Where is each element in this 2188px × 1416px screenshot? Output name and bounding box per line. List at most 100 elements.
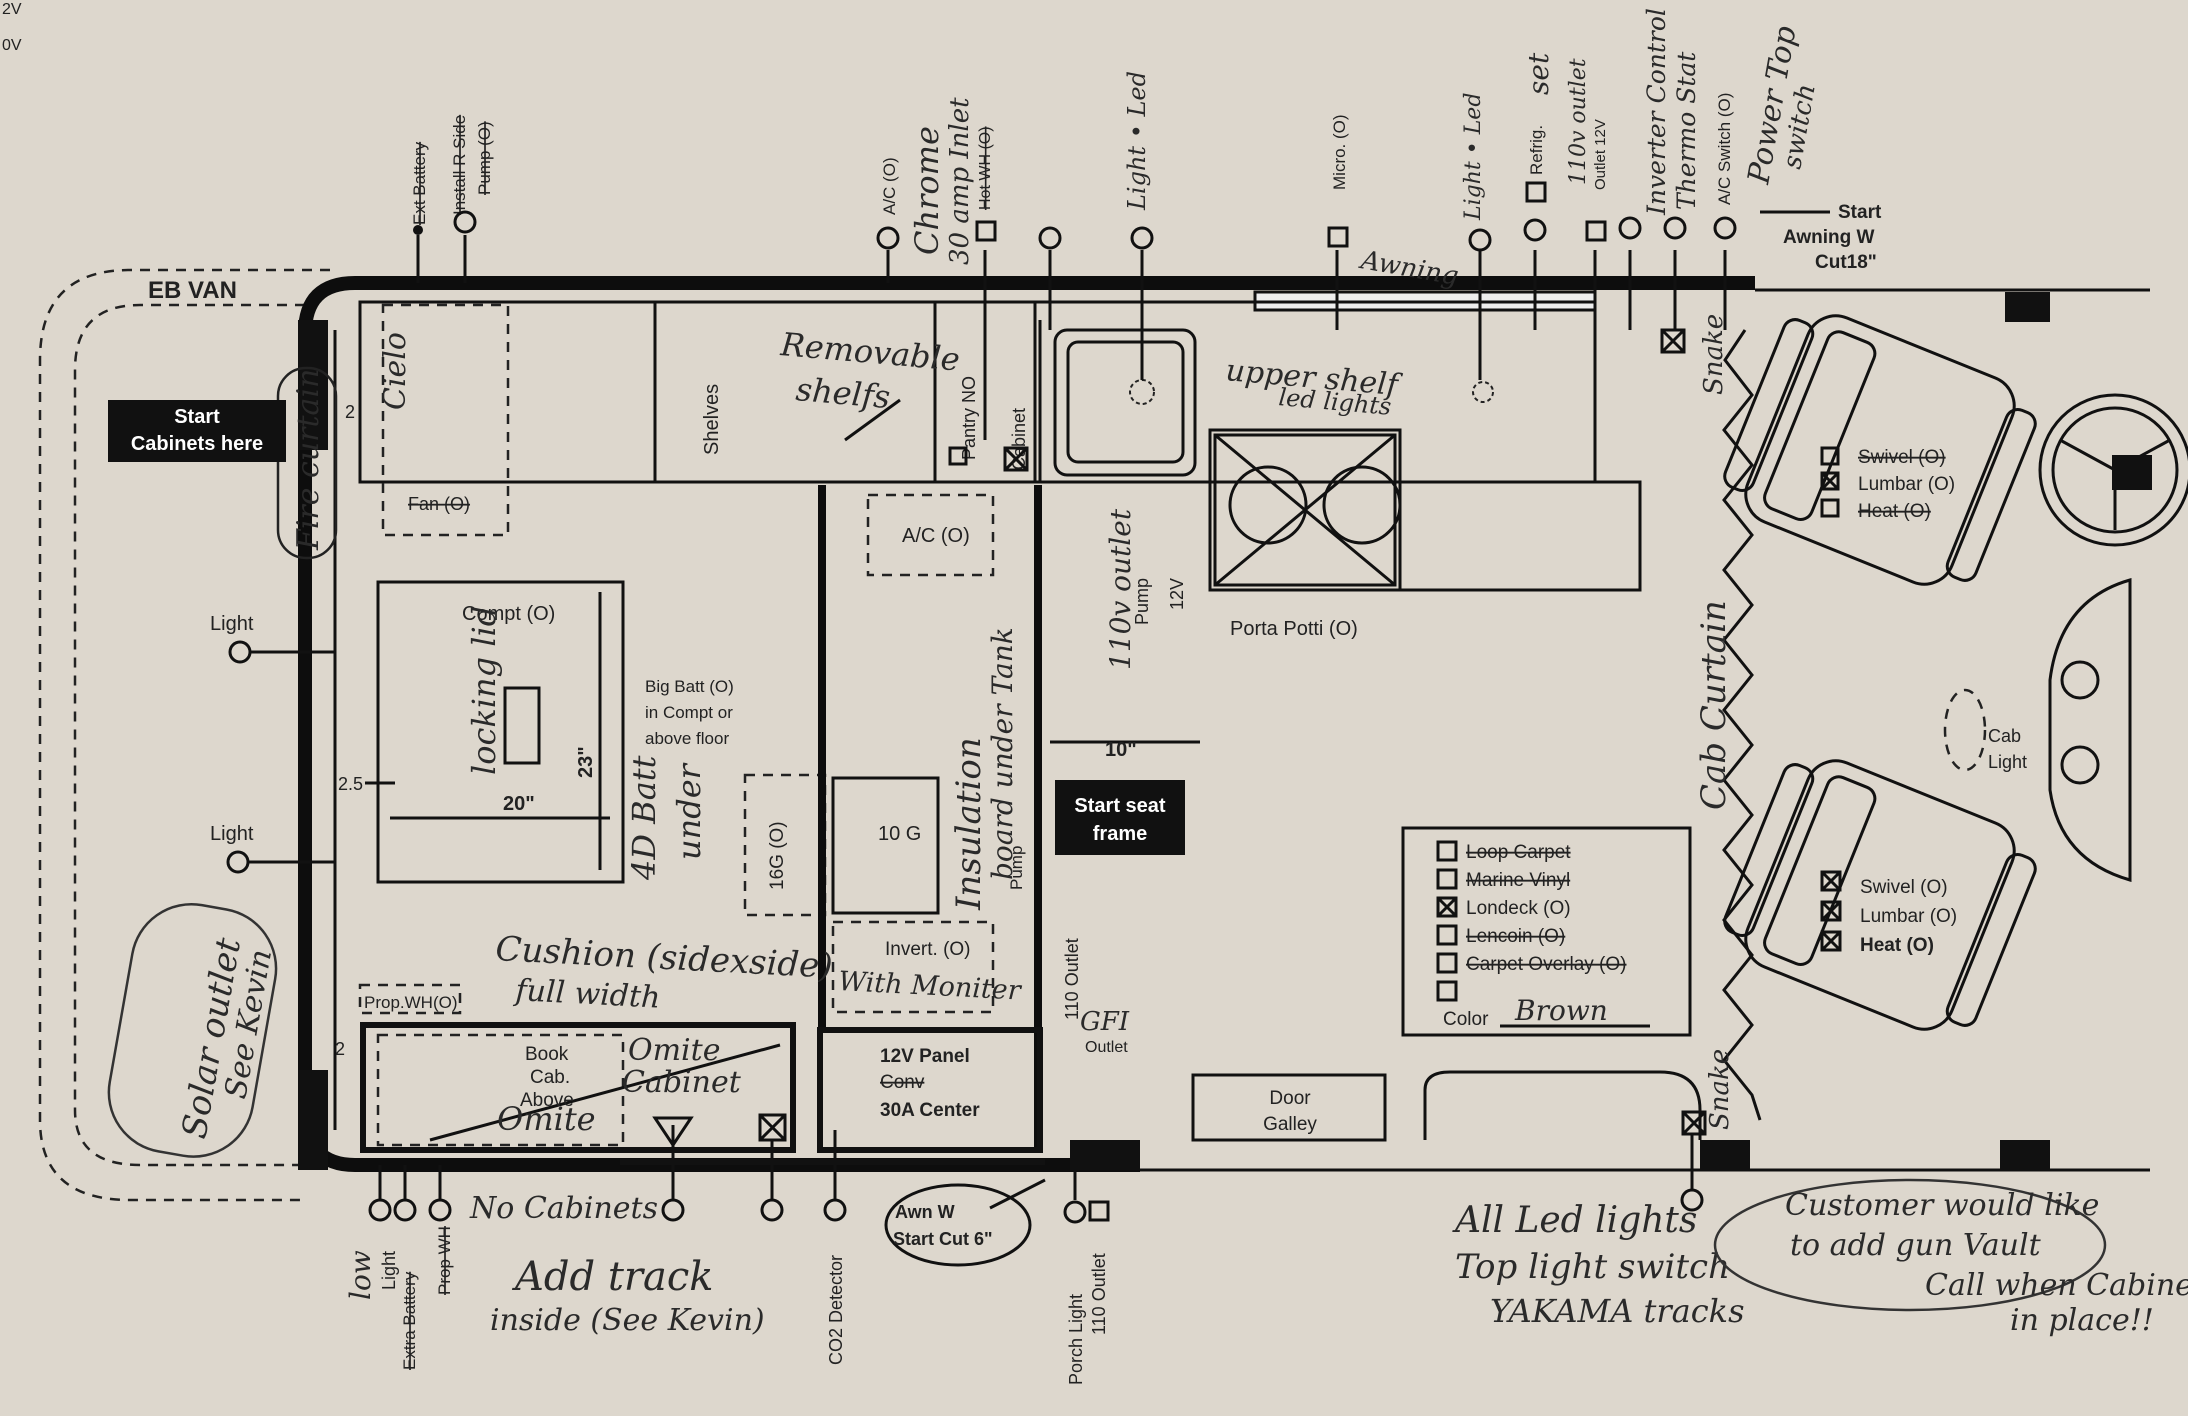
snake-top-box: [1660, 328, 1686, 354]
seat-top-heat: Heat (O): [1858, 501, 1931, 522]
book-cab-3: Above: [520, 1090, 574, 1111]
l-symbol-refrig: [1523, 218, 1547, 242]
h-symbol-hotwh: [975, 220, 997, 242]
seat-bottom-back: [1763, 775, 1877, 966]
steering-wheel-inner: [2051, 406, 2179, 534]
start-cabinets-line2: Cabinets here: [131, 433, 263, 455]
removable-label-2: shelfs: [794, 370, 891, 416]
hot-wh-label: Hot WH (O): [977, 126, 994, 210]
dim-2-top: 2: [345, 402, 355, 422]
inlet-label: 30 amp Inlet: [945, 97, 975, 265]
seat-bottom-x-3: [1820, 930, 1842, 952]
tank-10g-box: [831, 776, 940, 915]
awn-w-arrow: [989, 1178, 1046, 1210]
book-cab-1: Book: [525, 1044, 569, 1065]
floor-option-3: Londeck (O): [1466, 898, 1571, 919]
seat-top-lumbar: Lumbar (O): [1858, 474, 1955, 495]
note-yakama: YAKAMA tracks: [1490, 1292, 1744, 1330]
tank-16g-label: 16G (O): [767, 821, 788, 890]
l-b-1: [368, 1198, 392, 1222]
cab-light-1: Cab: [1988, 726, 2021, 746]
seat-top-arm-l: [1723, 318, 1815, 492]
snake-top-x: [1660, 328, 1686, 354]
ext-battery-label: Ext Battery: [410, 141, 429, 225]
shelves-label: Shelves: [701, 384, 723, 455]
seat-bottom-swivel: Swivel (O): [1860, 877, 1948, 898]
porch-light-label: Porch Light: [1066, 1294, 1086, 1385]
cab-curtain-label: Cab Curtain: [1694, 600, 1734, 810]
gfi-outlet-label: Outlet: [1085, 1039, 1128, 1056]
corner-mark-b: 0V: [2, 37, 22, 54]
pump-top-label: Pump (O): [475, 121, 494, 195]
insulation-2: board under Tank: [986, 627, 1019, 880]
pantry-label: Pantry NO: [959, 376, 979, 460]
omite-label: Omite: [497, 1100, 596, 1138]
seat-bottom-arm-r: [1945, 853, 2037, 1027]
seat-bottom-lumbar: Lumbar (O): [1860, 906, 1957, 927]
steering-hub: [2112, 455, 2152, 490]
door-label: Door: [1269, 1088, 1311, 1109]
inverter-control-label: Inverter Control: [1642, 8, 1671, 216]
panel-30a: 30A Center: [880, 1100, 980, 1121]
customer-note-1: Customer would like: [1785, 1188, 2099, 1223]
seat-bottom-box-3: [1820, 930, 1842, 952]
van-title: EB VAN: [148, 277, 237, 304]
top-l-symbols: [453, 181, 1737, 252]
add-track-label: Add track: [511, 1254, 714, 1300]
door-step-block: [1070, 1140, 1140, 1170]
l-symbol-thermo: [1663, 216, 1687, 240]
h-symbol-micro: [1327, 226, 1349, 248]
awn-w-1: Awn W: [895, 1202, 955, 1222]
l-symbol-vent: [1038, 226, 1062, 250]
h-symbol-outlet: [1585, 220, 1607, 242]
l-b-7: [1063, 1200, 1087, 1224]
ac-label: A/C (O): [902, 525, 970, 547]
cab-pillar-top: [2005, 292, 2050, 322]
floor-option-4: Lencoin (O): [1466, 926, 1565, 947]
seat-top-box-3: [1820, 498, 1840, 518]
panel-12v: 12V Panel: [880, 1046, 970, 1067]
customer-note-oval: [1713, 1178, 2107, 1312]
seat-bottom-x-1: [1820, 870, 1842, 892]
invert-box: [831, 920, 995, 1014]
cushion-label-2: full width: [513, 973, 662, 1016]
seat-bottom-checks: [1820, 870, 1842, 952]
seat-bottom-box-2: [1820, 900, 1842, 922]
l-b-3: [428, 1198, 452, 1222]
start-seat-frame-box: [1055, 780, 1185, 855]
seat-bottom-x-2: [1820, 900, 1842, 922]
co2-detector-label: CO2 Detector: [826, 1255, 846, 1365]
panel-conv: Conv: [880, 1072, 925, 1093]
seat-top-swivel: Swivel (O): [1858, 447, 1946, 468]
seat-top-cushion: [1744, 314, 2016, 586]
rear-outline-outer: [38, 268, 330, 1202]
omite-cabinet-1: Omite: [628, 1033, 720, 1068]
start-cabinets-box: [108, 400, 286, 462]
porta-potti-label: Porta Potti (O): [1230, 618, 1358, 640]
extra-battery-label: Extra Battery: [400, 1271, 419, 1370]
option-box-3: [1436, 896, 1458, 918]
option-x-3: [1436, 896, 1458, 918]
cabinet-x: [1003, 446, 1029, 472]
seat-bottom-box-1: [1820, 870, 1842, 892]
start-cabinets-line1: Start: [174, 406, 220, 428]
locking-lid-label: locking lid: [465, 606, 503, 775]
dim-20-label: 20": [503, 793, 535, 815]
start-awning-2: Awning W: [1783, 227, 1875, 248]
floor-options-box: [1401, 826, 1692, 1037]
floor-option-5: Carpet Overlay (O): [1466, 954, 1626, 975]
no-cabinets-label: No Cabinets: [469, 1191, 658, 1226]
note-top-light: Top light switch: [1455, 1247, 1730, 1287]
dim-23-label: 23": [575, 746, 597, 778]
seat-top: [1723, 314, 2037, 586]
pantry-checkbox: [948, 446, 968, 466]
start-seat-line1: Start seat: [1074, 795, 1165, 817]
galley-label: Galley: [1263, 1114, 1317, 1135]
seat-top-box-2: [1820, 471, 1840, 491]
note-all-led: All Led lights: [1452, 1200, 1697, 1241]
dim-10-label: 10": [1105, 739, 1137, 761]
book-cab-box: [376, 1033, 625, 1147]
light-led-label: Light • Led: [1123, 71, 1151, 211]
fan-box: [381, 303, 510, 537]
